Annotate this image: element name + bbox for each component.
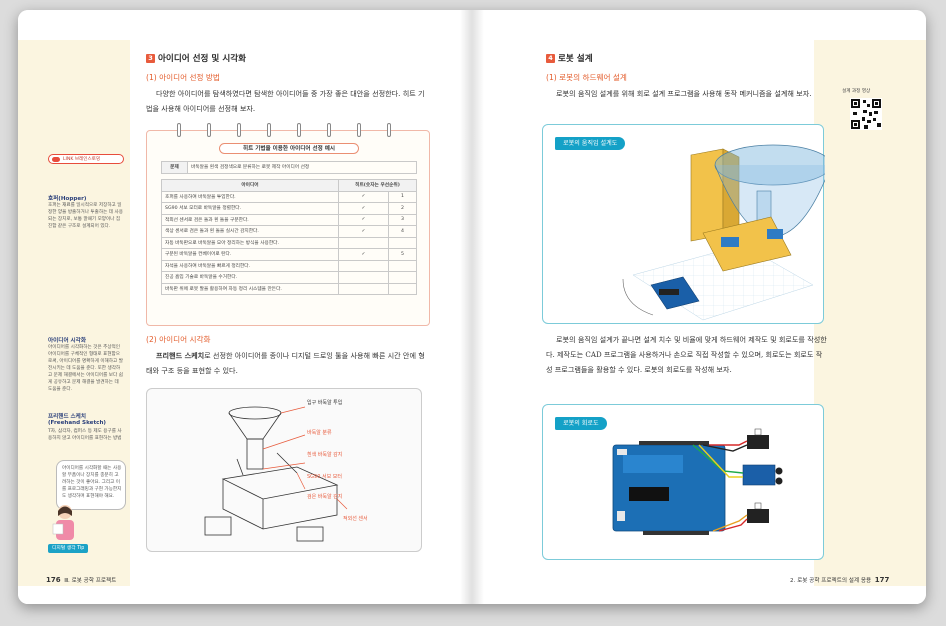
hopper-body: 호퍼는 재료를 일시적으로 저장하고 일정한 양을 방출하거나 투출하는 데 사… [48, 203, 123, 229]
circuit-illustration [612, 428, 783, 535]
right-sidebar [814, 40, 926, 586]
table-row: 호퍼를 사용하여 바둑알을 투입한다.✓1 [161, 190, 417, 203]
circuit-diagram-panel: 로봇의 회로도 [542, 404, 824, 560]
right-footer: 2. 로봇 공학 프로젝트의 설계 응용 177 [790, 576, 889, 584]
freehand-sketch-drawing [204, 406, 348, 542]
section3-para1: 다양한 아이디어를 탐색하였다면 탐색한 아이디어들 중 가장 좋은 대안을 선… [146, 89, 425, 113]
table-row: 구분된 바둑알을 컨베이어로 탄다.✓5 [161, 248, 417, 261]
table-row: 색상 센서로 검은 돌과 흰 돌을 실시간 감지한다.✓4 [161, 225, 417, 238]
table-row: 진공 흡입 기술로 바둑알을 수거한다. [161, 271, 417, 284]
section4-para2: 로봇의 움직임 설계가 끝나면 설계 치수 및 비율에 맞게 하드웨어 제작도 … [546, 335, 827, 374]
section4-sub1: (1) 로봇의 하드웨어 설계 [546, 73, 627, 82]
tip-label: 디지털 생각 Tip [48, 544, 89, 553]
link-icon [52, 157, 60, 162]
left-footer: 176 Ⅲ. 로봇 공학 프로젝트 [46, 576, 116, 584]
section3-sub2: (2) 아이디어 시각화 [146, 335, 211, 344]
section3-para2: 프리핸드 스케치로 선정한 아이디어를 종이나 디지털 드로잉 툴을 사용해 빠… [146, 351, 425, 375]
right-footer-text: 2. 로봇 공학 프로젝트의 설계 응용 [790, 578, 872, 584]
motion-design-tag: 로봇의 움직임 설계도 [555, 137, 626, 150]
book-spread: LINK 브레인스토밍 호퍼(Hopper) 호퍼는 재료를 일시적으로 저장하… [18, 10, 926, 604]
right-page-number: 177 [874, 576, 890, 584]
left-page: LINK 브레인스토밍 호퍼(Hopper) 호퍼는 재료를 일시적으로 저장하… [18, 10, 472, 604]
section3-sub1: (1) 아이디어 선정 방법 [146, 73, 220, 82]
table-title: 히트 기법을 이용한 아이디어 선정 예시 [219, 143, 359, 154]
qr-label: 설계 과정 영상 [842, 89, 871, 94]
student-illustration [52, 505, 74, 540]
circuit-tag: 로봇의 회로도 [555, 417, 607, 430]
link-badge[interactable]: LINK 브레인스토밍 [48, 154, 124, 164]
hopper-title: 호퍼(Hopper) [48, 196, 87, 202]
vis-title: 아이디어 시각화 [48, 338, 86, 344]
table-row: 적외선 센서로 검은 돌과 흰 돌을 구분한다.✓3 [161, 213, 417, 226]
table-row: SG90 서보 모터로 바둑알을 정렬한다.✓2 [161, 202, 417, 215]
sketch-title-en: (Freehand Sketch) [48, 420, 106, 426]
motion-design-panel: 로봇의 움직임 설계도 [542, 124, 825, 324]
qr-code-icon[interactable] [850, 98, 882, 130]
table-row: 자석을 사용하여 바둑알을 빠르게 정리한다. [161, 259, 417, 272]
table-row: 바둑판 위에 로봇 팔을 활용하여 자동 정리 시스템을 만든다. [161, 282, 417, 295]
table-row: 자동 바둑판으로 바둑알을 모아 정리하는 방식을 사용한다. [161, 236, 417, 249]
vis-body: 아이디어를 시각화하는 것은 추상적인 아이디어를 구체적인 형태로 표현함으로… [48, 345, 123, 392]
cad-model-illustration [622, 144, 825, 321]
book-gutter [460, 10, 484, 604]
freehand-sketch-panel: 입구 바둑알 투입 바둑알 분류 흰색 바둑알 감지 SG90 서보 모터 검은… [146, 388, 422, 552]
left-page-number: 176 [46, 576, 61, 584]
left-footer-text: Ⅲ. 로봇 공학 프로젝트 [64, 578, 117, 584]
section4-para1: 로봇의 움직임 설계를 위해 회로 설계 프로그램을 사용해 동작 메커니즘을 … [556, 89, 812, 98]
tip-bubble: 아이디어를 시각화할 때는 사용할 부품이나 장치를 충분히 고려하는 것이 좋… [56, 460, 126, 510]
sketch-body: T자, 삼각자, 컴퍼스 등 제도 용구를 사용하지 않고 아이디어를 표현하는… [48, 429, 122, 441]
sketch-title: 프리핸드 스케치 [48, 414, 86, 420]
